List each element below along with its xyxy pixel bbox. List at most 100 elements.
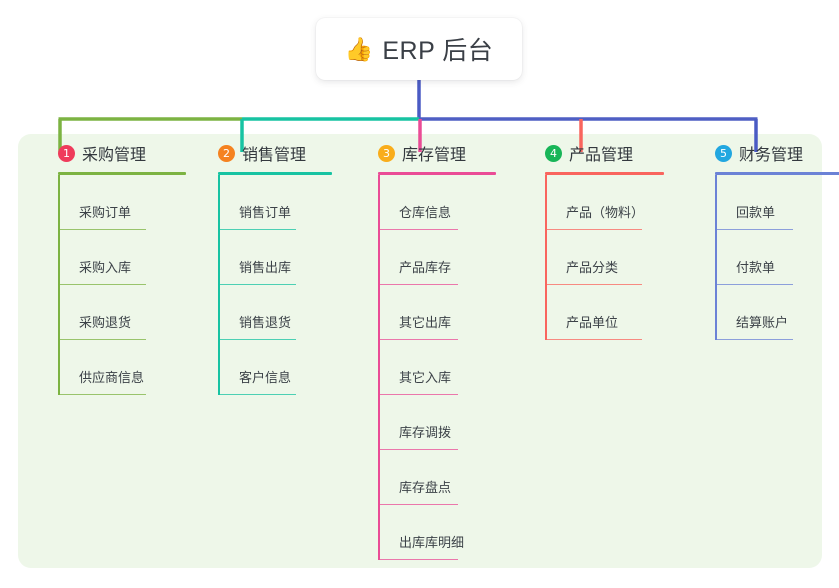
branch-item-label: 产品（物料） xyxy=(566,205,645,220)
branch-item-underline xyxy=(218,393,296,395)
branch-item[interactable]: 产品库存 xyxy=(378,230,496,285)
branch-item[interactable]: 其它出库 xyxy=(378,285,496,340)
branch-item-label: 产品单位 xyxy=(566,315,619,330)
branch-item[interactable]: 客户信息 xyxy=(218,340,332,395)
branch-item-list: 销售订单销售出库销售退货客户信息 xyxy=(218,175,332,395)
branch-item-underline xyxy=(545,283,642,285)
branch-number-badge: 3 xyxy=(378,144,395,162)
branch-header-5[interactable]: 5 财务管理 xyxy=(693,134,839,172)
branch-number-badge: 1 xyxy=(58,144,75,162)
root-title: ERP 后台 xyxy=(382,37,494,65)
branch-item-label: 其它出库 xyxy=(399,315,452,330)
branch-column-5: 5 财务管理回款单付款单结算账户 xyxy=(693,134,839,340)
branch-item[interactable]: 出库库明细 xyxy=(378,505,496,560)
branch-item-label: 销售订单 xyxy=(239,205,292,220)
branch-item-label: 采购订单 xyxy=(79,205,132,220)
branch-item-label: 供应商信息 xyxy=(79,370,145,385)
branch-item-label: 库存调拨 xyxy=(399,425,452,440)
branch-item-underline xyxy=(545,338,642,340)
branch-item-label: 销售出库 xyxy=(239,260,292,275)
branch-item[interactable]: 采购订单 xyxy=(58,175,186,230)
branch-item-underline xyxy=(378,338,458,340)
branch-item-label: 产品分类 xyxy=(566,260,619,275)
branch-item[interactable]: 库存盘点 xyxy=(378,450,496,505)
branch-title: 采购管理 xyxy=(82,147,147,164)
branch-item-label: 出库库明细 xyxy=(399,535,465,550)
branch-title: 产品管理 xyxy=(569,147,634,164)
branch-item[interactable]: 其它入库 xyxy=(378,340,496,395)
branch-item[interactable]: 回款单 xyxy=(715,175,839,230)
branch-number-badge: 2 xyxy=(218,144,235,162)
branch-title: 财务管理 xyxy=(739,147,804,164)
branch-item-underline xyxy=(715,228,793,230)
branch-item[interactable]: 结算账户 xyxy=(715,285,839,340)
branch-item-underline xyxy=(218,228,296,230)
branch-item[interactable]: 付款单 xyxy=(715,230,839,285)
branch-spine xyxy=(218,175,220,395)
branch-item-list: 产品（物料） 产品分类产品单位 xyxy=(545,175,664,340)
branch-header-4[interactable]: 4 产品管理 xyxy=(523,134,664,172)
branch-item-label: 结算账户 xyxy=(736,315,789,330)
branch-item-underline xyxy=(715,283,793,285)
branch-item-label: 客户信息 xyxy=(239,370,292,385)
branch-number-badge: 4 xyxy=(545,144,562,162)
branch-item[interactable]: 销售订单 xyxy=(218,175,332,230)
branch-underline xyxy=(715,172,839,175)
branch-item[interactable]: 采购入库 xyxy=(58,230,186,285)
branch-spine xyxy=(545,175,547,340)
thumbs-up-icon: 👍 xyxy=(344,35,374,62)
branch-item-list: 采购订单采购入库采购退货供应商信息 xyxy=(58,175,186,395)
branch-title: 销售管理 xyxy=(242,147,307,164)
branch-item-label: 付款单 xyxy=(736,260,776,275)
branch-header-2[interactable]: 2 销售管理 xyxy=(196,134,332,172)
branch-item[interactable]: 采购退货 xyxy=(58,285,186,340)
branch-item-underline xyxy=(378,558,458,560)
branch-item-underline xyxy=(378,283,458,285)
branch-column-2: 2 销售管理销售订单销售出库销售退货客户信息 xyxy=(196,134,332,395)
branch-underline xyxy=(218,172,332,175)
branch-item[interactable]: 销售出库 xyxy=(218,230,332,285)
branch-item-underline xyxy=(378,503,458,505)
branch-item-label: 采购退货 xyxy=(79,315,132,330)
branch-item[interactable]: 库存调拨 xyxy=(378,395,496,450)
branch-item[interactable]: 产品单位 xyxy=(545,285,664,340)
branch-item[interactable]: 供应商信息 xyxy=(58,340,186,395)
branch-item-underline xyxy=(58,338,146,340)
root-node[interactable]: 👍 ERP 后台 xyxy=(316,18,522,80)
branch-spine xyxy=(715,175,717,340)
branch-item-label: 销售退货 xyxy=(239,315,292,330)
branch-item[interactable]: 产品（物料） xyxy=(545,175,664,230)
branch-underline xyxy=(378,172,496,175)
branch-item-underline xyxy=(58,228,146,230)
branch-item-label: 回款单 xyxy=(736,205,776,220)
branch-item-label: 仓库信息 xyxy=(399,205,452,220)
branch-header-1[interactable]: 1 采购管理 xyxy=(36,134,186,172)
branch-item-underline xyxy=(715,338,793,340)
content-panel xyxy=(18,134,822,568)
branch-number-badge: 5 xyxy=(715,144,732,162)
branch-item-label: 库存盘点 xyxy=(399,480,452,495)
branch-item-underline xyxy=(218,338,296,340)
branch-item-underline xyxy=(218,283,296,285)
branch-item-underline xyxy=(58,283,146,285)
branch-item-underline xyxy=(58,393,146,395)
branch-item-underline xyxy=(545,228,642,230)
branch-item[interactable]: 仓库信息 xyxy=(378,175,496,230)
branch-item[interactable]: 产品分类 xyxy=(545,230,664,285)
branch-columns: 1 采购管理采购订单采购入库采购退货供应商信息 2 销售管理销售订单销售出库销售退货客… xyxy=(18,134,839,568)
branch-item-underline xyxy=(378,228,458,230)
branch-item-list: 回款单付款单结算账户 xyxy=(715,175,839,340)
branch-item-list: 仓库信息产品库存其它出库其它入库库存调拨库存盘点出库库明细 xyxy=(378,175,496,560)
branch-spine xyxy=(378,175,380,560)
branch-underline xyxy=(545,172,664,175)
branch-item-underline xyxy=(378,448,458,450)
branch-column-1: 1 采购管理采购订单采购入库采购退货供应商信息 xyxy=(36,134,186,395)
branch-item-label: 采购入库 xyxy=(79,260,132,275)
branch-item-underline xyxy=(378,393,458,395)
branch-item-label: 其它入库 xyxy=(399,370,452,385)
branch-item[interactable]: 销售退货 xyxy=(218,285,332,340)
branch-spine xyxy=(58,175,60,395)
